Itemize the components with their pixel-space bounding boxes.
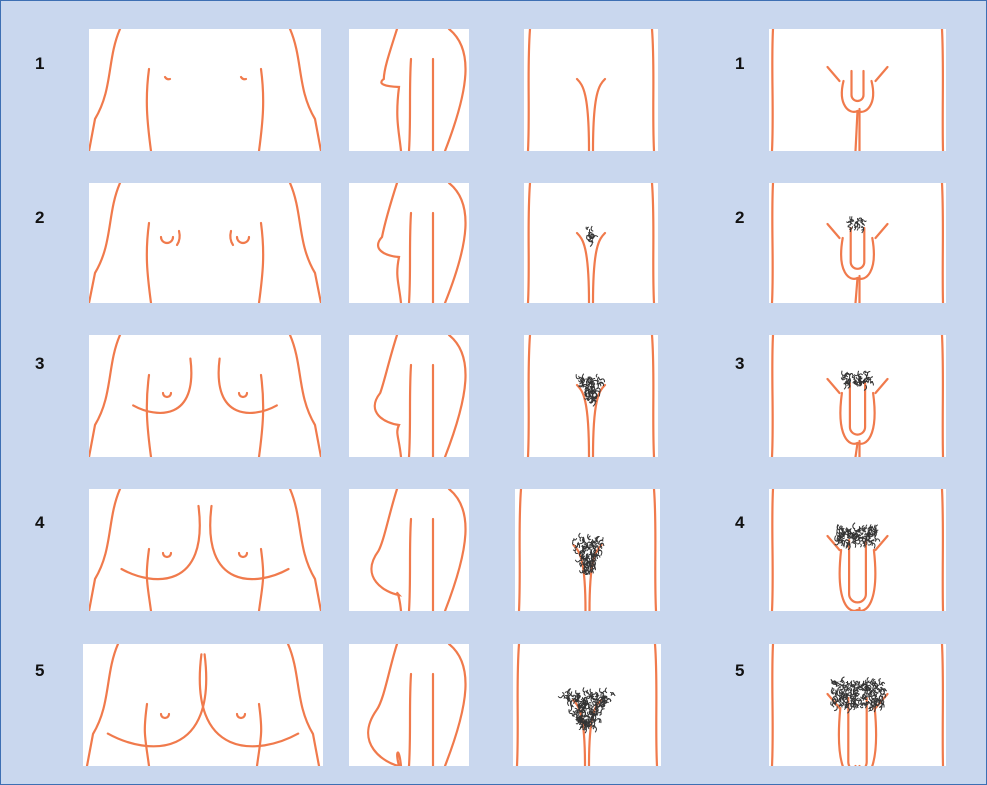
female-pubic-stage-1	[524, 29, 658, 151]
female-pubic-stage-5	[513, 644, 661, 766]
panel-background	[524, 29, 658, 151]
breast-side-stage-4	[349, 489, 469, 611]
panel-background	[89, 183, 321, 303]
stage-label-female-5: 5	[35, 661, 44, 681]
stage-label-female-2: 2	[35, 208, 44, 228]
stage-label-male-5: 5	[735, 661, 744, 681]
arm-front-line	[409, 365, 411, 457]
right-hip-line	[942, 489, 943, 611]
breast-side-stage-3	[349, 335, 469, 457]
panel-background	[524, 183, 658, 303]
arm-front-line	[409, 59, 411, 151]
breast-side-stage-1	[349, 29, 469, 151]
left-hip-line	[772, 183, 773, 303]
stage-label-male-4: 4	[735, 513, 744, 533]
stage-label-male-3: 3	[735, 354, 744, 374]
right-hip-line	[942, 644, 943, 766]
panel-background	[89, 335, 321, 457]
male-genital-stage-5	[769, 644, 946, 766]
breast-front-stage-4	[89, 489, 321, 611]
right-hip-line	[942, 183, 943, 303]
panel-background	[89, 29, 321, 151]
left-hip-line	[772, 644, 773, 766]
female-pubic-stage-4	[515, 489, 660, 611]
panel-background	[89, 489, 321, 611]
panel-background	[769, 335, 946, 457]
left-hip-line	[772, 335, 773, 457]
stage-label-male-1: 1	[735, 54, 744, 74]
panel-background	[769, 489, 946, 611]
male-genital-stage-3	[769, 335, 946, 457]
arm-front-line	[409, 213, 411, 303]
left-hip-line	[772, 489, 773, 611]
stage-label-female-4: 4	[35, 513, 44, 533]
arm-front-line	[409, 519, 411, 611]
breast-front-stage-3	[89, 335, 321, 457]
male-genital-stage-1	[769, 29, 946, 151]
male-genital-stage-4	[769, 489, 946, 611]
stage-label-female-3: 3	[35, 354, 44, 374]
stage-label-female-1: 1	[35, 54, 44, 74]
breast-front-stage-1	[89, 29, 321, 151]
left-hip-line	[772, 29, 773, 151]
left-leg-line	[856, 610, 858, 611]
female-pubic-stage-2	[524, 183, 658, 303]
breast-side-stage-2	[349, 183, 469, 303]
right-hip-line	[942, 335, 943, 457]
female-pubic-stage-3	[524, 335, 658, 457]
breast-front-stage-5	[83, 644, 323, 766]
male-genital-stage-2	[769, 183, 946, 303]
right-hip-line	[942, 29, 943, 151]
arm-front-line	[409, 674, 411, 766]
breast-front-stage-2	[89, 183, 321, 303]
breast-side-stage-5	[349, 644, 469, 766]
stage-label-male-2: 2	[735, 208, 744, 228]
